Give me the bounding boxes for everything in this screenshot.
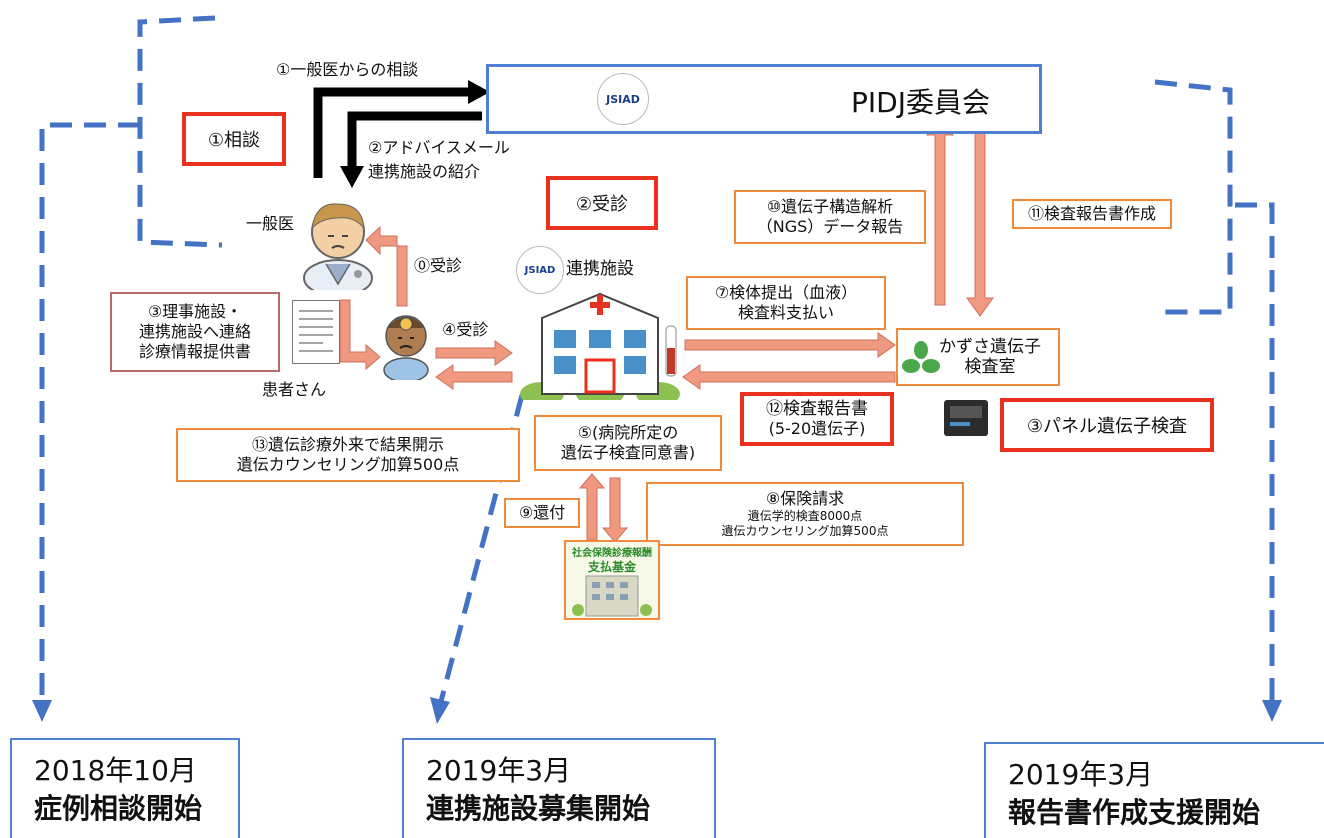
timeline-box-2: 2019年3月 連携施設募集開始: [402, 738, 716, 838]
report-return-arrow: [682, 364, 896, 390]
refund-box: ⑨還付: [504, 498, 580, 528]
upload-arrow: [925, 117, 955, 306]
consult-arrow: [313, 87, 470, 178]
support-bracket: [1154, 79, 1233, 315]
return-arrow: [435, 364, 513, 390]
payment-fund-icon: 社会保険診療報酬 支払基金: [564, 540, 660, 620]
timeline-box-3: 2019年3月 報告書作成支援開始: [984, 742, 1324, 838]
jsiad-logo: JSIAD: [597, 73, 649, 125]
timeline-event-2: 連携施設募集開始: [426, 792, 651, 825]
report-box: ⑫検査報告書 (5-20遺伝子): [740, 392, 894, 446]
timeline-arrow-left: [32, 700, 52, 722]
timeline-arrow-mid: [430, 697, 450, 724]
fund-title-2: 支払基金: [587, 560, 636, 574]
contact-box: ③理事施設・ 連携施設へ連絡 診療情報提供書: [110, 292, 280, 372]
committee-box: JSIAD PIDJ委員会: [486, 64, 1042, 134]
consult-arrow-head: [468, 80, 490, 104]
support-timeline-line: [1235, 202, 1275, 705]
disclosure-box: ⑬遺伝診療外来で結果開示 遺伝カウンセリング加算500点: [176, 428, 520, 482]
patient-icon: [378, 306, 434, 383]
refund-arrow: [578, 473, 606, 541]
timeline-event-1: 症例相談開始: [34, 792, 203, 825]
specimen-box: ⑦検体提出（血液） 検査料支払い: [686, 276, 886, 330]
consent-box: ⑤(病院所定の 遺伝子検査同意書): [534, 415, 722, 471]
consult-bracket: [137, 15, 223, 248]
committee-title: PIDJ委員会: [851, 86, 990, 119]
timeline-event-3: 報告書作成支援開始: [1008, 796, 1261, 829]
timeline-date-1: 2018年10月: [34, 754, 197, 787]
hospital-icon: [512, 288, 688, 406]
fund-title-1: 社会保険診療報酬: [572, 548, 652, 559]
insurance-arrow: [601, 477, 629, 543]
advice-arrow: [347, 111, 482, 168]
report-creation-box: ⑪検査報告書作成: [1012, 199, 1172, 229]
visit4-label: ④受診: [442, 320, 489, 339]
timeline-date-2: 2019年3月: [426, 754, 572, 787]
visit4-arrow: [435, 340, 513, 366]
phase-visit-box: ②受診: [546, 176, 658, 230]
advice-arrow-head: [340, 166, 364, 188]
sequencer-icon: [940, 396, 992, 440]
partner-logo: JSIAD: [516, 246, 564, 294]
advice-label-1: ②アドバイスメール: [368, 138, 510, 157]
consult-label: ①一般医からの相談: [276, 60, 419, 79]
referral-document-icon: [292, 300, 340, 364]
timeline-box-1: 2018年10月 症例相談開始: [10, 738, 240, 838]
consult-timeline-line: [39, 122, 140, 705]
timeline-date-3: 2019年3月: [1008, 758, 1154, 791]
patient-label: 患者さん: [262, 380, 327, 399]
phase-panel-box: ③パネル遺伝子検査: [1000, 398, 1214, 452]
report-down-arrow: [966, 121, 994, 317]
partner-label: 連携施設: [566, 259, 634, 279]
insurance-box: ⑧保険請求 遺伝学的検査8000点 遺伝カウンセリング加算500点: [646, 482, 964, 546]
visit0-label: ⓪受診: [414, 256, 463, 275]
gp-label: 一般医: [246, 214, 295, 233]
referral-arrow: [339, 299, 381, 371]
specimen-arrow: [684, 332, 896, 358]
analysis-box: ⑩遺伝子構造解析 （NGS）データ報告: [734, 190, 926, 244]
visit0-arrow: [365, 225, 408, 307]
phase-consult-box: ①相談: [182, 112, 286, 166]
advice-label-2: 連携施設の紹介: [368, 162, 481, 181]
kazusa-leaf-icon: [902, 340, 940, 378]
timeline-arrow-right: [1262, 700, 1282, 722]
doctor-icon: [298, 194, 378, 297]
